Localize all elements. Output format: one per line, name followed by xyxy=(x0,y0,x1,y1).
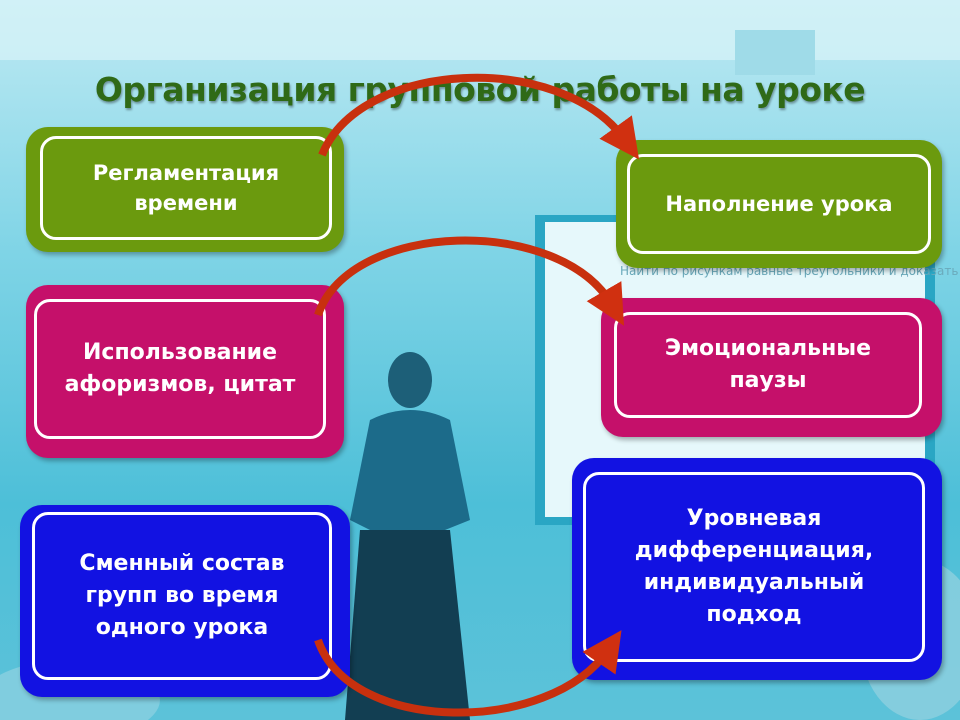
box-time-regulation: Регламентация времени xyxy=(26,127,344,252)
box-label: Наполнение урока xyxy=(627,154,931,254)
teacher-head xyxy=(388,352,432,408)
box-label: Использование афоризмов, цитат xyxy=(34,299,326,439)
box-label: Сменный состав групп во время одного уро… xyxy=(32,512,332,680)
projector xyxy=(735,30,815,75)
arrow-curved-top xyxy=(318,73,640,160)
arrow-curved-middle xyxy=(314,236,625,326)
box-label: Уровневая дифференциация, индивидуальный… xyxy=(583,472,925,662)
box-emotional-pauses: Эмоциональные паузы xyxy=(601,298,942,437)
box-label: Регламентация времени xyxy=(40,136,332,240)
arrow-curved-bottom xyxy=(314,630,622,717)
box-differentiation: Уровневая дифференциация, индивидуальный… xyxy=(572,458,942,680)
box-aphorisms: Использование афоризмов, цитат xyxy=(26,285,344,458)
box-label: Эмоциональные паузы xyxy=(614,312,922,418)
box-lesson-content: Наполнение урока xyxy=(616,140,942,268)
box-changing-groups: Сменный состав групп во время одного уро… xyxy=(20,505,350,697)
